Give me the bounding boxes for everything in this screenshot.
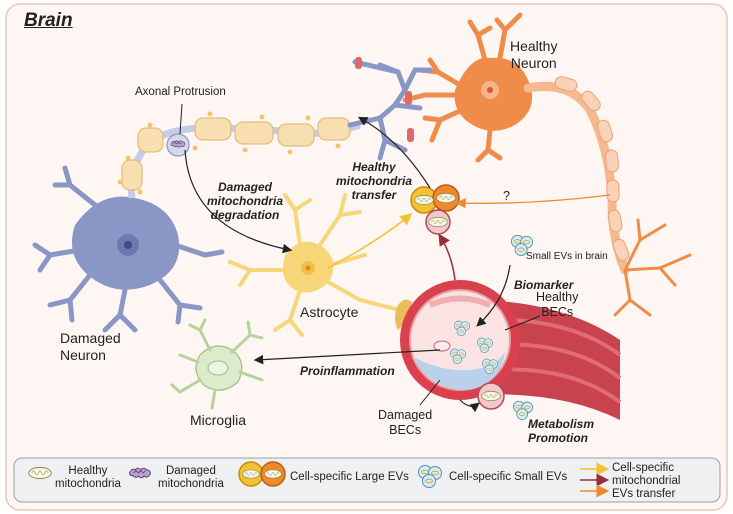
legend-transfer-label: Cell-specific mitochondrial EVs transfer xyxy=(612,462,680,501)
axonal-protrusion-label: Axonal Protrusion xyxy=(135,86,226,98)
metabolism-label: Metabolism Promotion xyxy=(528,417,594,445)
microglia-label: Microglia xyxy=(190,412,247,428)
biomarker-label: Biomarker xyxy=(514,278,574,292)
healthy-becs-line xyxy=(504,315,541,331)
damaged-neuron xyxy=(32,165,225,333)
legend-healthy-mito-line2: mitochondria xyxy=(55,478,121,490)
legend-bar xyxy=(13,457,721,503)
damaged-becs-line1: Damaged xyxy=(378,408,433,422)
damaged-neuron-label: Damaged Neuron xyxy=(60,330,121,364)
damaged-neuron-label-line2: Neuron xyxy=(60,347,106,363)
legend-damaged-mito-label: Damaged mitochondria xyxy=(158,465,224,491)
healthy-transfer-line3: transfer xyxy=(351,188,397,202)
legend-healthy-mito-line1: Healthy xyxy=(68,465,108,477)
legend-transfer-line1: Cell-specific xyxy=(612,462,674,474)
metabolism-arrow xyxy=(459,399,480,413)
large-ev-cluster xyxy=(410,184,460,235)
damaged-becs-line xyxy=(419,379,441,406)
damaged-degradation-line1: Damaged xyxy=(217,180,273,194)
healthy-becs-line1: Healthy xyxy=(536,290,579,304)
healthy-transfer-line1: Healthy xyxy=(352,160,396,174)
degradation-arrow xyxy=(184,149,293,254)
metabolism-evs xyxy=(477,382,534,420)
page-title: Brain xyxy=(24,10,73,31)
astrocyte xyxy=(228,193,412,337)
damaged-degradation-line2: mitochondria xyxy=(207,194,284,208)
healthy-transfer-label: Healthy mitochondria transfer xyxy=(336,160,412,202)
healthy-neuron-label-line1: Healthy xyxy=(510,38,558,54)
legend-large-evs-label: Cell-specific Large EVs xyxy=(290,471,409,483)
legend-healthy-mito-label: Healthy mitochondria xyxy=(55,465,121,491)
proinflammation-label: Proinflammation xyxy=(300,364,395,378)
legend-damaged-mito-line2: mitochondria xyxy=(158,478,224,490)
legend-healthy-mito-icon xyxy=(28,466,52,480)
healthy-becs-label: Healthy BECs xyxy=(536,290,578,320)
healthy-neuron xyxy=(402,12,533,163)
question-mark: ? xyxy=(503,189,510,203)
proinflammation-arrow xyxy=(253,349,441,365)
orange-arrow xyxy=(455,194,611,209)
astrocyte-label: Astrocyte xyxy=(300,304,359,320)
small-evs-brain-label: Small EVs in brain xyxy=(526,251,608,262)
metabolism-line1: Metabolism xyxy=(528,417,595,431)
damaged-neuron-label-line1: Damaged xyxy=(60,330,121,346)
blood-vessel xyxy=(400,280,622,420)
yellow-arrow xyxy=(327,213,413,269)
microglia xyxy=(170,318,264,410)
legend-damaged-mito-line1: Damaged xyxy=(165,465,216,477)
legend-large-ev-icon xyxy=(238,461,286,487)
damaged-becs-label: Damaged BECs xyxy=(378,408,432,438)
healthy-becs-line2: BECs xyxy=(541,305,574,319)
damaged-becs-line2: BECs xyxy=(389,423,422,437)
red-arrow xyxy=(438,233,456,281)
metabolism-line2: Promotion xyxy=(528,431,588,445)
healthy-neuron-label: Healthy Neuron xyxy=(510,38,557,72)
healthy-axon xyxy=(523,76,692,317)
legend-small-evs-label: Cell-specific Small EVs xyxy=(449,471,568,483)
transfer-arrow xyxy=(357,116,431,189)
legend-transfer-line2: mitochondrial xyxy=(612,475,681,487)
protrusion-line xyxy=(179,103,183,135)
legend-transfer-line3: EVs transfer xyxy=(612,488,676,500)
biomarker-arrow xyxy=(476,264,511,327)
healthy-neuron-label-line2: Neuron xyxy=(510,55,557,71)
damaged-degradation-line3: degradation xyxy=(210,208,280,222)
damaged-degradation-label: Damaged mitochondria degradation xyxy=(207,180,283,222)
healthy-transfer-line2: mitochondria xyxy=(336,174,413,188)
